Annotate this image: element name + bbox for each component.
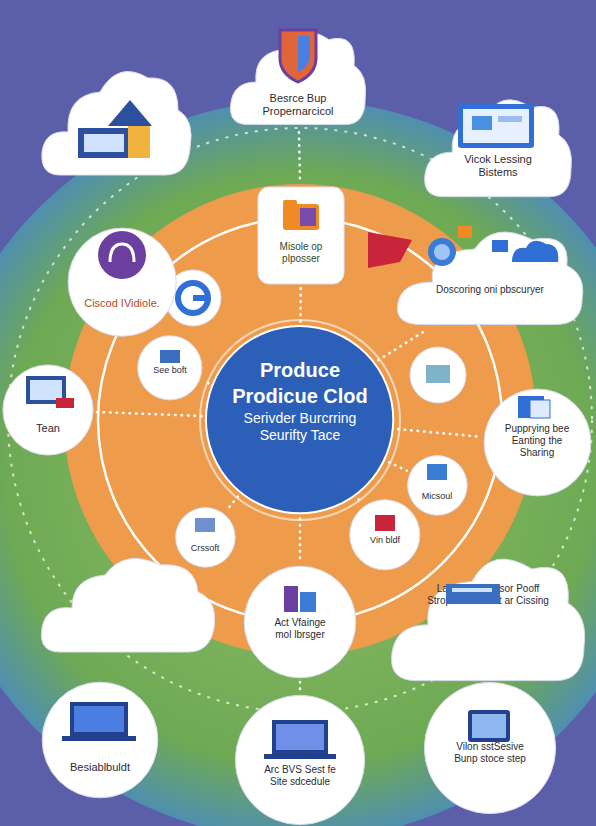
node-outline [407, 455, 468, 516]
circle-node: Arc BVS Sest fe Site sdcedule [234, 694, 366, 826]
node-label: Arc BVS Sest fe Site sdcedule [255, 764, 345, 788]
node-outline [388, 538, 588, 693]
circle-node: Vin bldf [349, 499, 421, 571]
node-label: Laries Seswe sor Pooff Stropest buwedit … [418, 583, 558, 607]
dotted-connector [299, 682, 302, 691]
screen-icon [426, 365, 450, 383]
node-label: Crssoft [191, 543, 220, 554]
circle-node: Crssoft [175, 507, 236, 568]
node-content: Vin bldf [349, 535, 421, 546]
node-outline [67, 227, 177, 337]
dotted-connector [299, 519, 302, 562]
node-label: Act Vfainge mol lbrsger [265, 617, 335, 641]
dotted-connector [226, 497, 238, 512]
dotted-connector [97, 412, 202, 416]
circle-node: Pupprying bee Eanting the Sharing [483, 388, 592, 497]
dotted-connector [398, 429, 480, 437]
dotted-connector [299, 288, 302, 322]
center-halo [200, 320, 400, 520]
circle-node: Micsoul [407, 455, 468, 516]
cloud [42, 72, 191, 175]
node-label: Micsoul [422, 491, 453, 502]
node-label: Doscoring oni pbscuryer [436, 284, 544, 296]
dotted-connector [389, 462, 407, 470]
node-content: Arc BVS Sest fe Site sdcedule [234, 764, 366, 788]
cloud-node: Doscoring oni pbscuryer [394, 216, 586, 334]
node-content: Act Vfainge mol lbrsger [243, 617, 357, 641]
cloud-node: Besrce Bup Propernarcicol [228, 16, 368, 134]
node-label: Vilon sstSesive Bunp stoce step [446, 741, 534, 765]
node-outline [2, 364, 94, 456]
node-outline [422, 83, 574, 207]
node-content: Besiablbuldt [41, 761, 159, 774]
node-outline [394, 216, 586, 334]
node-content: Micsoul [407, 491, 468, 502]
process-box: Misole op plposser [257, 186, 345, 285]
node-content: Misole op plposser [257, 241, 345, 265]
node-content: Vicok Lessing Bistems [422, 153, 574, 179]
node-label: Besiablbuldt [70, 761, 130, 774]
node-content: See boft [137, 365, 203, 376]
node-label: Ciscod IVidiole. [84, 297, 160, 310]
node-content: Laries Seswe sor Pooff Stropest buwedit … [388, 583, 588, 607]
circle-node: Besiablbuldt [41, 681, 159, 799]
icon-circle [410, 347, 466, 403]
node-label: Produce [260, 358, 340, 382]
node-content: ProduceProdicue ClodSerivder Burcrring S… [204, 358, 395, 444]
node-label: Tean [36, 422, 60, 435]
orbit-ring [8, 128, 592, 712]
node-content: Ciscod IVidiole. [67, 297, 177, 310]
circle-node: ProduceProdicue ClodSerivder Burcrring S… [204, 324, 395, 515]
cloud-node: Vicok Lessing Bistems [422, 83, 574, 207]
node-label: Misole op plposser [263, 241, 339, 265]
circle-node: Tean [2, 364, 94, 456]
node-label: See boft [153, 365, 187, 376]
node-content: Doscoring oni pbscuryer [394, 284, 586, 296]
circle-node: Vilon sstSesive Bunp stoce step [423, 681, 557, 815]
dotted-connector [359, 499, 362, 504]
node-content: Vilon sstSesive Bunp stoce step [423, 741, 557, 765]
node-label: Serivder Burcrring Seurifty Tace [225, 410, 375, 444]
node-outline [234, 694, 366, 826]
circle-node: Act Vfainge mol lbrsger [243, 565, 357, 679]
house-icon [78, 100, 152, 158]
node-content: Besrce Bup Propernarcicol [228, 92, 368, 118]
dotted-connector [299, 132, 300, 182]
g-icon [178, 283, 208, 313]
node-label: Vicok Lessing Bistems [445, 153, 551, 179]
node-outline [257, 186, 345, 285]
globe [0, 100, 596, 826]
node-label: Pupprying bee Eanting the Sharing [495, 423, 579, 459]
node-label: Besrce Bup Propernarcicol [250, 92, 346, 118]
node-outline [41, 681, 159, 799]
node-label: Vin bldf [370, 535, 400, 546]
node-content: Tean [2, 422, 94, 435]
node-content: Pupprying bee Eanting the Sharing [483, 423, 592, 459]
flag [368, 232, 412, 268]
node-label: Prodicue Clod [232, 384, 368, 408]
circle-node: See boft [137, 335, 203, 401]
cloud-node: Laries Seswe sor Pooff Stropest buwedit … [388, 538, 588, 693]
node-outline [175, 507, 236, 568]
node-outline [349, 499, 421, 571]
cloud [41, 558, 214, 652]
node-content: Crssoft [175, 543, 236, 554]
dotted-connector [378, 332, 422, 360]
circle-node: Ciscod IVidiole. [67, 227, 177, 337]
dotted-connector [203, 381, 208, 383]
